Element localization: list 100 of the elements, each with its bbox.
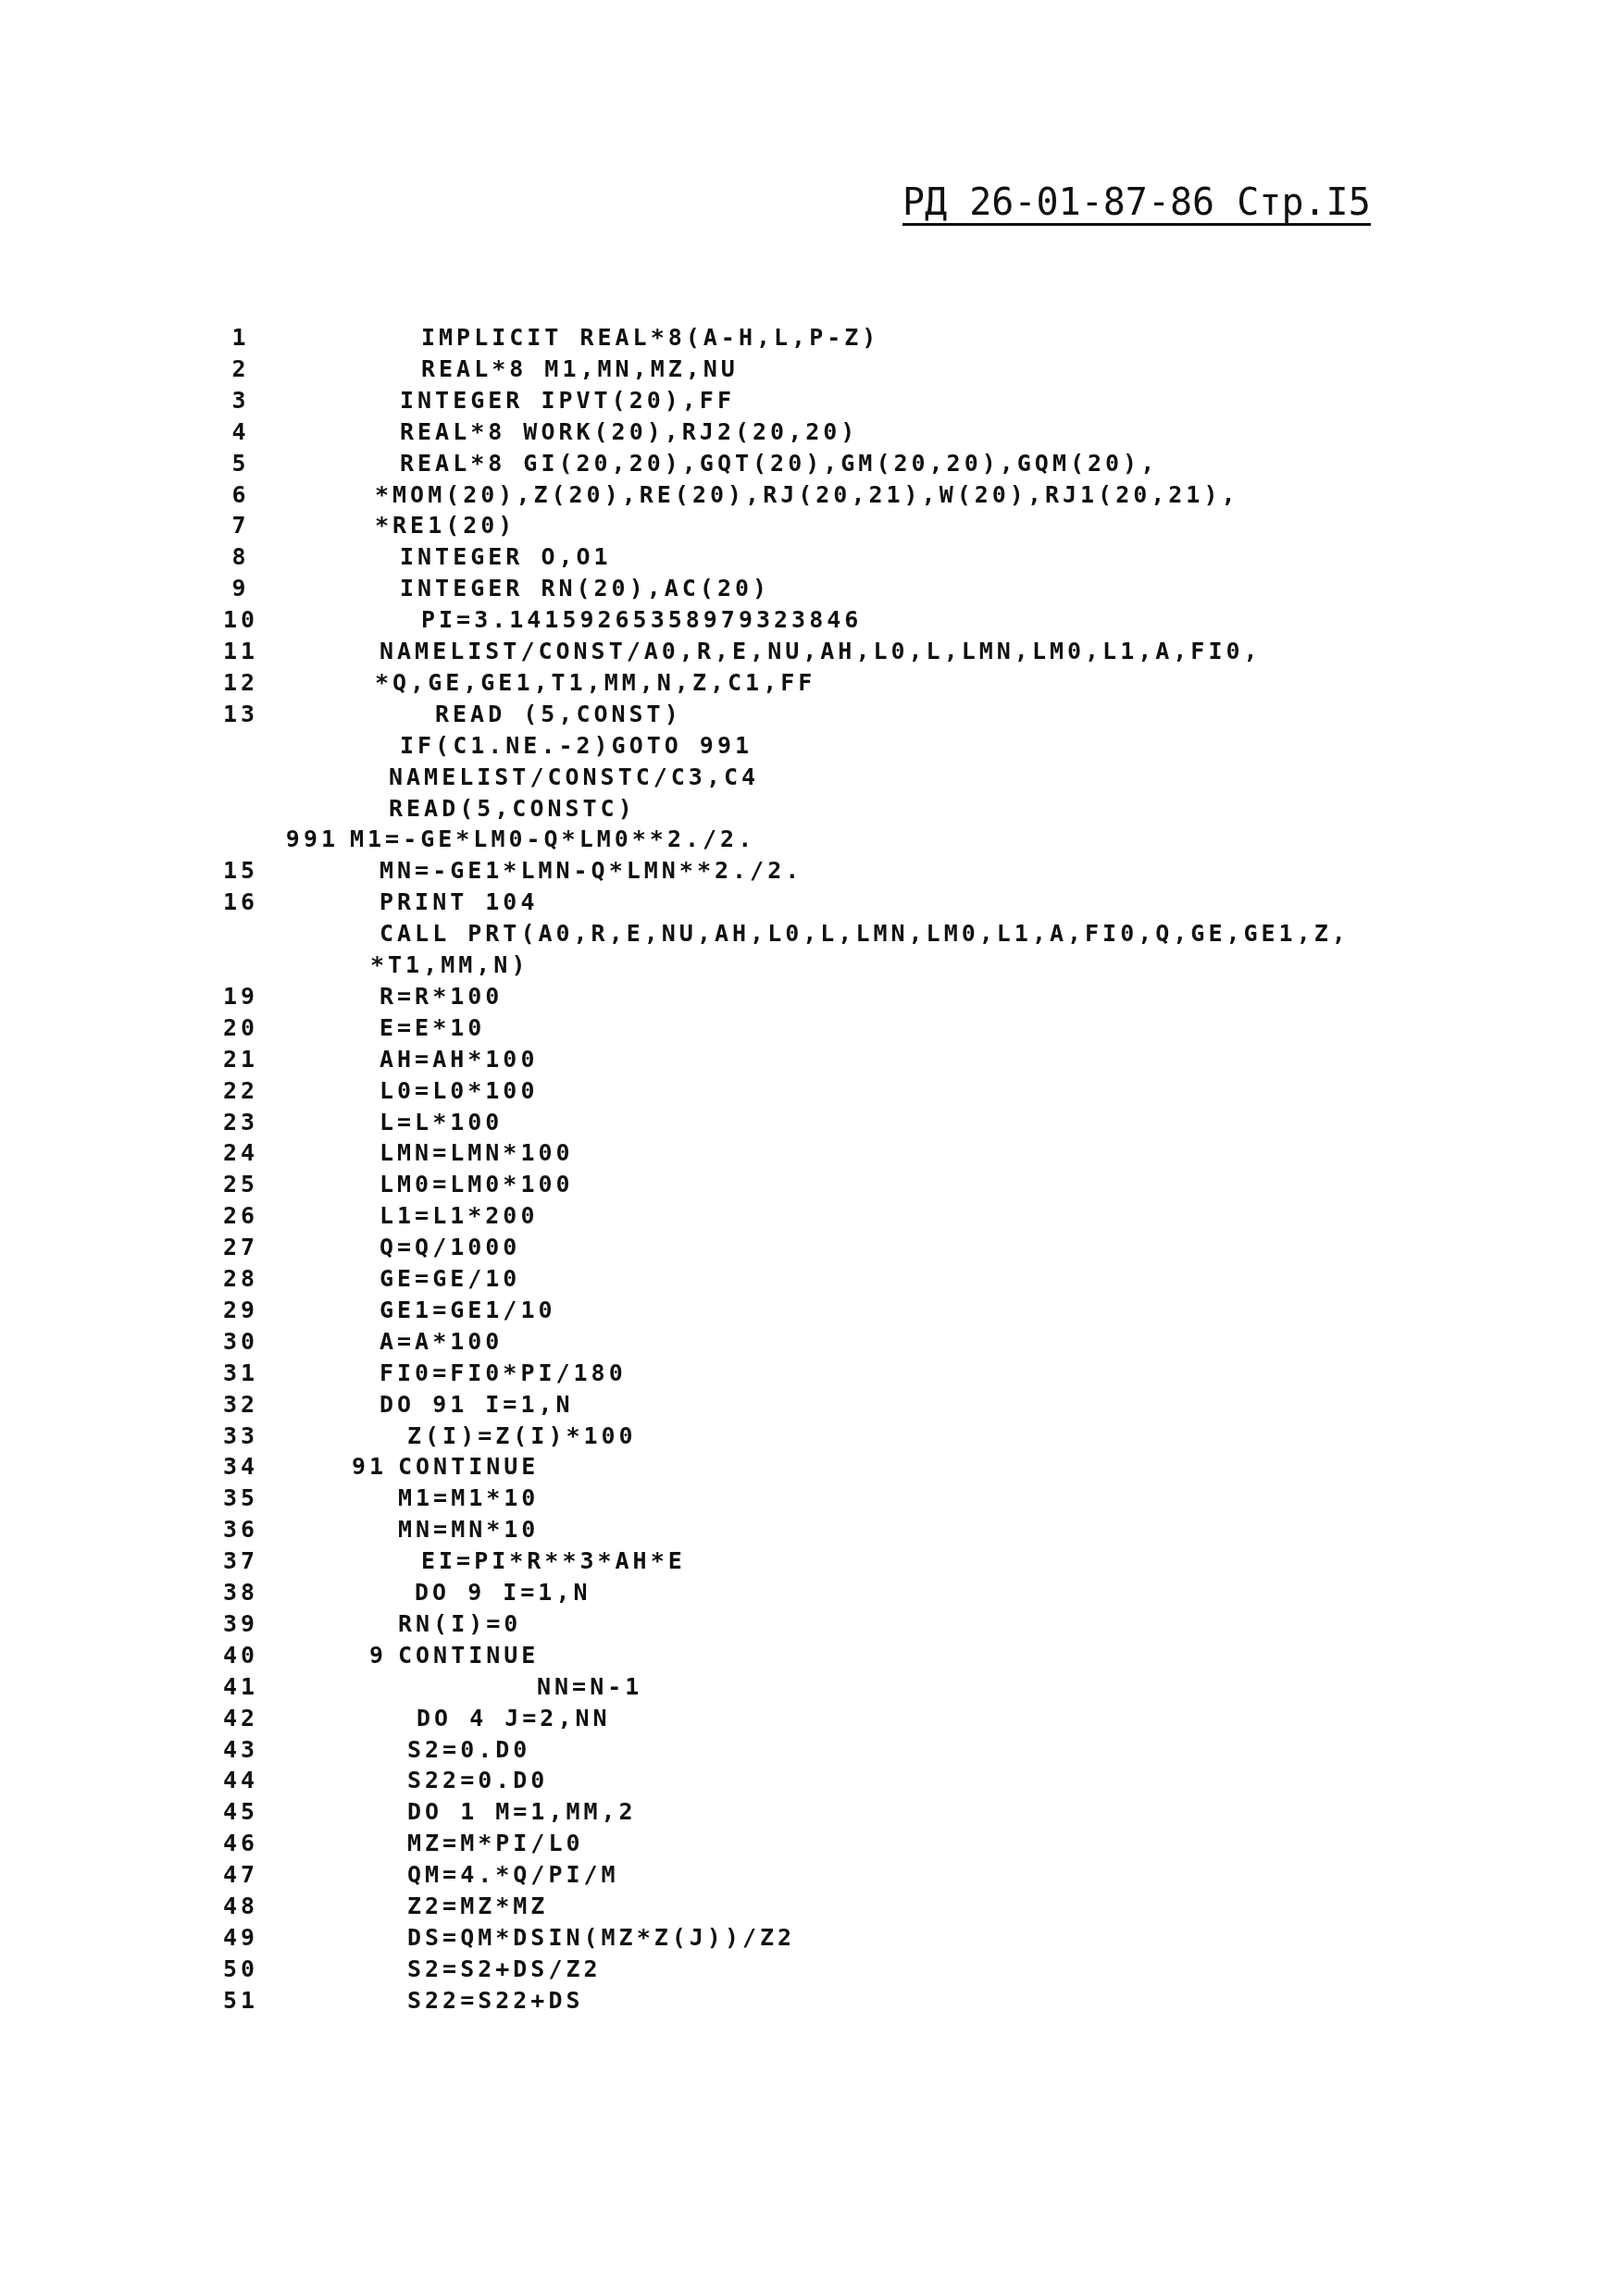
code-line: QM=4.*Q/PI/M bbox=[407, 1861, 619, 1890]
line-number: 22 bbox=[221, 1076, 260, 1105]
code-line: Q=Q/1000 bbox=[380, 1234, 521, 1262]
code-line: MN=MN*10 bbox=[398, 1516, 540, 1545]
code-line: LMN=LMN*100 bbox=[380, 1139, 574, 1168]
line-number: 32 bbox=[221, 1390, 260, 1419]
line-number: 1 bbox=[230, 324, 251, 352]
code-line: Z2=MZ*MZ bbox=[407, 1893, 549, 1920]
code-line: REAL*8 GI(20,20),GQT(20),GM(20,20),GQM(20), bbox=[400, 449, 1159, 478]
code-line: AH=AH*100 bbox=[380, 1045, 539, 1074]
code-line: *T1,MM,N) bbox=[370, 951, 529, 979]
code-line: EI=PI*R**3*AH*E bbox=[421, 1547, 686, 1576]
line-number: 5 bbox=[230, 449, 251, 478]
code-line: *Q,GE,GE1,T1,MM,N,Z,C1,FF bbox=[375, 668, 816, 697]
line-number: 50 bbox=[221, 1955, 260, 1983]
code-line: LM0=LM0*100 bbox=[380, 1171, 574, 1199]
code-line: A=A*100 bbox=[380, 1327, 504, 1356]
line-number: 9 bbox=[230, 575, 251, 603]
code-line: INTEGER IPVT(20),FF bbox=[400, 386, 735, 415]
line-number: 27 bbox=[221, 1234, 260, 1262]
code-line: READ (5,CONST) bbox=[435, 700, 682, 728]
page-header: РД 26-01-87-86 Стр.I5 bbox=[902, 180, 1371, 226]
line-number: 42 bbox=[221, 1704, 260, 1732]
code-line: R=R*100 bbox=[380, 982, 504, 1011]
code-line: NAMELIST/CONST/A0,R,E,NU,AH,L0,L,LMN,LM0,L1,A,FI0, bbox=[380, 638, 1262, 665]
code-line: REAL*8 WORK(20),RJ2(20,20) bbox=[400, 417, 859, 446]
statement-label: 91 bbox=[351, 1453, 387, 1482]
code-line: DO 1 M=1,MM,2 bbox=[407, 1798, 637, 1827]
line-number: 43 bbox=[221, 1735, 260, 1764]
code-line: READ(5,CONSTC) bbox=[389, 794, 636, 823]
line-number: 11 bbox=[221, 638, 260, 665]
line-number: 23 bbox=[221, 1108, 260, 1136]
line-number: 7 bbox=[230, 512, 251, 540]
code-line: REAL*8 M1,MN,MZ,NU bbox=[421, 354, 739, 383]
code-line: M1=M1*10 bbox=[398, 1484, 540, 1513]
code-line: S22=0.D0 bbox=[407, 1767, 549, 1795]
line-number: 35 bbox=[221, 1484, 260, 1513]
code-line: FI0=FI0*PI/180 bbox=[380, 1359, 627, 1387]
line-number: 40 bbox=[221, 1641, 260, 1669]
line-number: 45 bbox=[221, 1798, 260, 1827]
line-number: 46 bbox=[221, 1830, 260, 1858]
code-line: INTEGER RN(20),AC(20) bbox=[400, 575, 771, 603]
line-number: 44 bbox=[221, 1767, 260, 1795]
line-number: 6 bbox=[230, 480, 251, 509]
line-number: 36 bbox=[221, 1516, 260, 1545]
line-number: 33 bbox=[221, 1421, 260, 1450]
code-line: GE=GE/10 bbox=[380, 1265, 521, 1293]
code-line: CALL PRT(A0,R,E,NU,AH,L0,L,LMN,LM0,L1,A,FI0,Q,GE,GE1,Z, bbox=[380, 920, 1350, 949]
code-line: PI=3.14159265358979323846 bbox=[421, 606, 863, 635]
code-line: *RE1(20) bbox=[375, 512, 517, 540]
code-line: DS=QM*DSIN(MZ*Z(J))/Z2 bbox=[407, 1923, 796, 1952]
line-number: 3 bbox=[230, 386, 251, 415]
code-line: RN(I)=0 bbox=[398, 1609, 522, 1638]
line-number: 29 bbox=[221, 1296, 260, 1324]
code-line: DO 9 I=1,N bbox=[415, 1579, 591, 1607]
statement-label: 9 bbox=[368, 1641, 387, 1669]
code-line: DO 4 J=2,NN bbox=[417, 1704, 611, 1732]
line-number: 15 bbox=[221, 857, 260, 886]
code-line: Z(I)=Z(I)*100 bbox=[407, 1421, 637, 1450]
line-number: 47 bbox=[221, 1861, 260, 1890]
code-line: PRINT 104 bbox=[380, 888, 539, 917]
line-number: 41 bbox=[221, 1672, 260, 1701]
line-number: 2 bbox=[230, 354, 251, 383]
line-number: 28 bbox=[221, 1265, 260, 1293]
code-line: NAMELIST/CONSTC/C3,C4 bbox=[389, 763, 760, 791]
code-line: MN=-GE1*LMN-Q*LMN**2./2. bbox=[380, 857, 803, 886]
line-number: 13 bbox=[221, 700, 260, 728]
line-number: 39 bbox=[221, 1609, 260, 1638]
code-line: GE1=GE1/10 bbox=[380, 1296, 556, 1324]
line-number: 37 bbox=[221, 1547, 260, 1576]
code-line: CONTINUE bbox=[398, 1641, 540, 1669]
code-line: S2=S2+DS/Z2 bbox=[407, 1955, 602, 1983]
code-line: E=E*10 bbox=[380, 1013, 486, 1042]
line-number: 12 bbox=[221, 668, 260, 697]
line-number: 25 bbox=[221, 1171, 260, 1199]
code-line: *MOM(20),Z(20),RE(20),RJ(20,21),W(20),RJ1(20,21), bbox=[375, 480, 1239, 509]
line-number: 26 bbox=[221, 1202, 260, 1231]
line-number: 38 bbox=[221, 1579, 260, 1607]
line-number: 51 bbox=[221, 1986, 260, 2015]
code-line: CONTINUE bbox=[398, 1453, 540, 1482]
line-number: 10 bbox=[221, 606, 260, 635]
code-line: S22=S22+DS bbox=[407, 1986, 584, 2015]
code-line: L=L*100 bbox=[380, 1108, 504, 1136]
code-line: IMPLICIT REAL*8(A-H,L,P-Z) bbox=[421, 324, 880, 352]
line-number: 49 bbox=[221, 1923, 260, 1952]
line-number: 30 bbox=[221, 1327, 260, 1356]
line-number: 16 bbox=[221, 888, 260, 917]
line-number: 4 bbox=[230, 417, 251, 446]
code-line: IF(C1.NE.-2)GOTO 991 bbox=[400, 731, 753, 760]
code-line: INTEGER O,O1 bbox=[400, 543, 612, 572]
line-number: 20 bbox=[221, 1013, 260, 1042]
line-number: 8 bbox=[230, 543, 251, 572]
line-number: 21 bbox=[221, 1045, 260, 1074]
line-number: 48 bbox=[221, 1893, 260, 1920]
code-line: L0=L0*100 bbox=[380, 1076, 539, 1105]
code-line: NN=N-1 bbox=[537, 1672, 643, 1701]
code-line: L1=L1*200 bbox=[380, 1202, 539, 1231]
code-line: DO 91 I=1,N bbox=[380, 1390, 574, 1419]
line-number: 31 bbox=[221, 1359, 260, 1387]
line-number: 19 bbox=[221, 982, 260, 1011]
